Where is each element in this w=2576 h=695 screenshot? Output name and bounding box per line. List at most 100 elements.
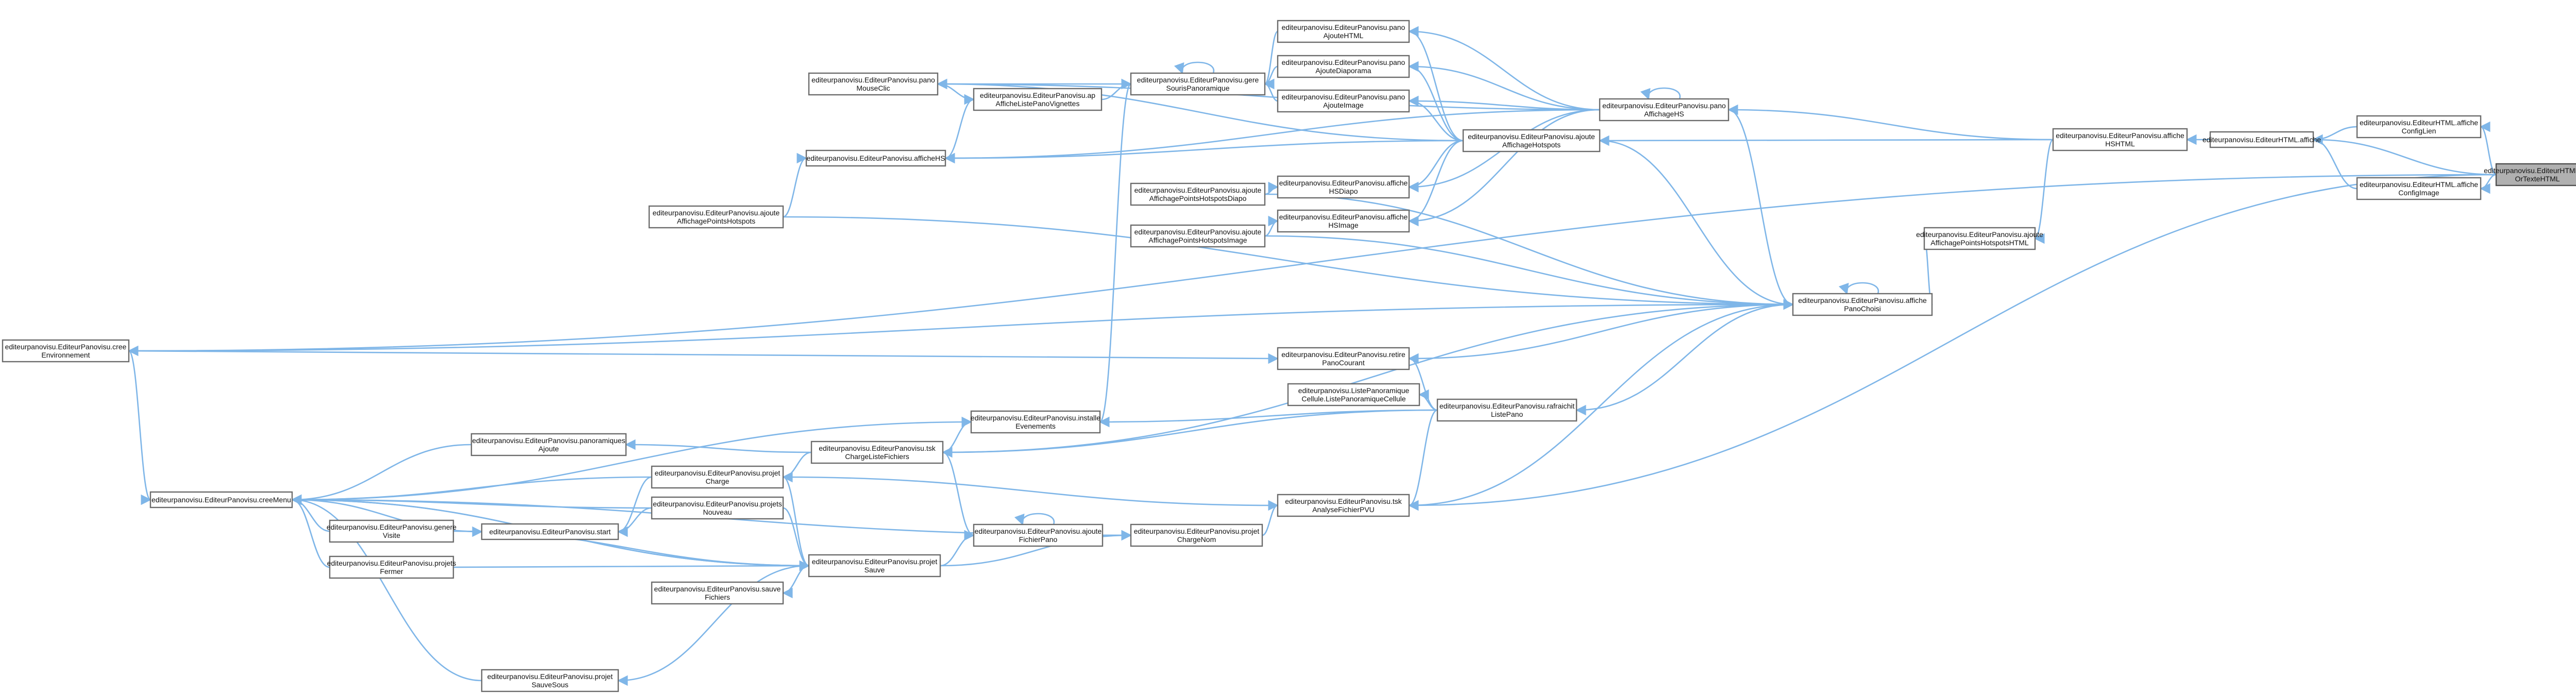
graph-node-ajPtsHS[interactable]: editeurpanovisu.EditeurPanovisu.ajouteAf… [648,205,784,229]
graph-node-panoAjImage[interactable]: editeurpanovisu.EditeurPanovisu.panoAjou… [1277,89,1410,113]
edge-projetSauve-projetsNouv [783,507,810,571]
edge-gereSource-apAffLPV [1101,78,1132,100]
edge-gereSource-panoAjImage [1263,78,1278,102]
node-label: editeurpanovisu.EditeurPanovisu.gere [1137,76,1259,84]
node-label: Cellule.ListePanoramiqueCellule [1301,395,1406,403]
node-label: Evenements [1015,422,1056,430]
graph-node-panoAjDiapo[interactable]: editeurpanovisu.EditeurPanovisu.panoAjou… [1277,55,1410,78]
graph-node-creeEnv[interactable]: editeurpanovisu.EditeurPanovisu.creeEnvi… [2,339,130,363]
graph-node-listePano[interactable]: editeurpanovisu.ListePanoramiqueCellule.… [1287,383,1420,406]
edge-projetCharge-tskCharge [782,451,812,483]
node-box [1130,182,1266,206]
graph-node-sauveFichiers[interactable]: editeurpanovisu.EditeurPanovisu.sauveFic… [651,581,784,605]
node-box [973,523,1104,547]
graph-node-creeMenu[interactable]: editeurpanovisu.EditeurPanovisu.creeMenu [149,491,293,508]
node-label: ConfigImage [2398,189,2439,197]
node-box [810,440,944,464]
node-label: FichierPano [1019,535,1058,544]
node-label: editeurpanovisu.EditeurPanovisu.afficheH… [806,154,945,162]
graph-node-panoAjHTML[interactable]: editeurpanovisu.EditeurPanovisu.panoAjou… [1277,20,1410,43]
graph-node-edHTMLaff[interactable]: editeurpanovisu.EditeurHTML.affiche [2202,131,2321,148]
graph-node-projetsNouv[interactable]: editeurpanovisu.EditeurPanovisu.projetsN… [651,496,784,520]
graph-node-ajAffHS[interactable]: editeurpanovisu.EditeurPanovisu.ajouteAf… [1462,129,1601,152]
graph-node-apAffLPV[interactable]: editeurpanovisu.EditeurPanovisu.apAffich… [973,88,1103,111]
graph-node-projetCharge[interactable]: editeurpanovisu.EditeurPanovisu.projetCh… [651,465,784,489]
node-label: editeurpanovisu.EditeurPanovisu.ajoute [975,527,1102,535]
edge-affPanoCh-panoAffHS [1728,109,1794,310]
node-label: editeurpanovisu.EditeurPanovisu.projets [327,559,456,567]
graph-node-start[interactable]: editeurpanovisu.EditeurPanovisu.start [481,523,619,540]
edge-panoAjHTML-ajAffHS [1408,26,1464,142]
graph-node-ajAffPtsDiapo[interactable]: editeurpanovisu.EditeurPanovisu.ajouteAf… [1130,182,1266,206]
node-box [329,519,454,543]
node-label: AffichagePointsHotspotsImage [1148,236,1247,244]
node-label: Nouveau [703,508,732,516]
edge-afficheHS-panoAffHS [944,109,1600,164]
graph-node-genereVisite[interactable]: editeurpanovisu.EditeurPanovisu.genereVi… [327,519,456,543]
node-label: editeurpanovisu.EditeurPanovisu.start [489,528,611,536]
node-box [1462,129,1601,152]
edge-affPanoCh-creeEnv [128,299,1794,352]
node-label: editeurpanovisu.EditeurPanovisu.pano [1282,23,1405,31]
graph-node-affHSHTML[interactable]: editeurpanovisu.EditeurPanovisu.afficheH… [2052,128,2188,151]
edge-affHSDiapo-ajAffHS [1408,140,1464,193]
graph-node-ajAffPtsImage[interactable]: editeurpanovisu.EditeurPanovisu.ajouteAf… [1130,224,1266,248]
node-box [1277,494,1410,517]
graph-node-gereSource[interactable]: editeurpanovisu.EditeurPanovisu.gereSour… [1130,72,1266,96]
graph-node-retirePano[interactable]: editeurpanovisu.EditeurPanovisu.retirePa… [1277,347,1410,370]
graph-node-panoMouse[interactable]: editeurpanovisu.EditeurPanovisu.panoMous… [808,72,939,96]
node-label: editeurpanovisu.EditeurHTML.affiche [2202,135,2321,144]
graph-node-rafraichit[interactable]: editeurpanovisu.EditeurPanovisu.rafraich… [1436,398,1578,422]
graph-node-projetsFermer[interactable]: editeurpanovisu.EditeurPanovisu.projetsF… [327,555,456,579]
node-box [648,205,784,229]
node-label: editeurpanovisu.EditeurPanovisu.projet [487,672,613,681]
graph-node-afficheHS[interactable]: editeurpanovisu.EditeurPanovisu.afficheH… [805,149,946,167]
graph-node-cfgImage[interactable]: editeurpanovisu.EditeurHTML.afficheConfi… [2356,177,2482,200]
node-label: editeurpanovisu.EditeurPanovisu.rafraich… [1439,402,1574,410]
node-label: Visite [383,531,400,539]
graph-node-affHSImage[interactable]: editeurpanovisu.EditeurPanovisu.afficheH… [1277,209,1410,233]
node-label: editeurpanovisu.EditeurHTML.set [2484,166,2576,175]
node-label: editeurpanovisu.EditeurPanovisu.ap [980,91,1095,99]
edge-ajFicPano-ajFicPano [1014,513,1055,526]
graph-node-projetSauveSous[interactable]: editeurpanovisu.EditeurPanovisu.projetSa… [481,669,619,692]
node-label: editeurpanovisu.EditeurPanovisu.installe [971,414,1100,422]
node-box [2052,128,2188,151]
graph-node-cfgLien[interactable]: editeurpanovisu.EditeurHTML.afficheConfi… [2356,115,2482,139]
node-box [2356,115,2482,139]
graph-node-ajPtsHTML[interactable]: editeurpanovisu.EditeurPanovisu.ajouteAf… [1916,227,2043,250]
node-label: PanoChoisi [1844,304,1881,313]
node-label: editeurpanovisu.EditeurPanovisu.genere [327,523,456,531]
edge-retirePano-creeEnv [128,350,1279,364]
edge-tskCharge-affPanoCh [941,303,1793,458]
node-label: AffichagePointsHotspotsDiapo [1149,194,1247,202]
graph-node-affPanoCh[interactable]: editeurpanovisu.EditeurPanovisu.afficheP… [1792,293,1933,316]
edge-panoMouse-panoAffHS [936,78,1600,111]
edge-panoAffHS-panoAffHS [1640,87,1681,100]
graph-node-installe[interactable]: editeurpanovisu.EditeurPanovisu.installe… [970,410,1100,434]
edge-tskAnalyse-target [1408,174,2497,511]
edge-creeMenu-installe [291,421,972,505]
node-box [1287,383,1420,406]
node-label: HSHTML [2105,140,2135,148]
graph-node-panoAj[interactable]: editeurpanovisu.EditeurPanovisu.panorami… [470,433,627,456]
graph-node-ajFicPano[interactable]: editeurpanovisu.EditeurPanovisu.ajouteFi… [973,523,1104,547]
node-box [2209,131,2314,148]
graph-node-tskAnalyse[interactable]: editeurpanovisu.EditeurPanovisu.tskAnaly… [1277,494,1410,517]
graph-node-affHSDiapo[interactable]: editeurpanovisu.EditeurPanovisu.afficheH… [1277,175,1410,199]
node-label: editeurpanovisu.EditeurPanovisu.ajoute [1468,132,1595,141]
node-label: editeurpanovisu.EditeurPanovisu.ajoute [653,209,780,217]
edge-panoAj-tskCharge [624,439,812,453]
graph-node-panoAffHS[interactable]: editeurpanovisu.EditeurPanovisu.panoAffi… [1599,98,1730,122]
graph-node-projetChargeNom[interactable]: editeurpanovisu.EditeurPanovisu.projetCh… [1130,523,1263,547]
node-label: ChargeListeFichiers [845,452,909,461]
graph-node-tskCharge[interactable]: editeurpanovisu.EditeurPanovisu.tskCharg… [810,440,944,464]
graph-node-target[interactable]: editeurpanovisu.EditeurHTML.setOrTexteHT… [2484,163,2576,187]
node-label: editeurpanovisu.EditeurPanovisu.cree [5,343,127,351]
edge-creeMenu-panoAj [291,444,472,505]
node-box [1130,523,1263,547]
graph-node-projetSauve[interactable]: editeurpanovisu.EditeurPanovisu.projetSa… [808,554,941,578]
node-box [329,555,454,579]
node-box [1277,55,1410,78]
